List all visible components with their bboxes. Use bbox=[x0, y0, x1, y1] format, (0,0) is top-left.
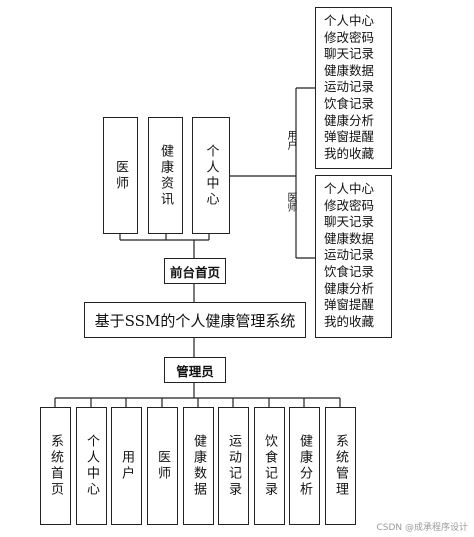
list-item: 弹窗提醒 bbox=[324, 297, 375, 313]
list-item: 运动记录 bbox=[324, 247, 375, 263]
frontend-box-label: 健康资讯 bbox=[158, 143, 173, 208]
admin-module-label: 运动记录 bbox=[226, 434, 241, 498]
admin-module-label: 健康数据 bbox=[191, 434, 206, 498]
admin-node: 管理员 bbox=[164, 357, 226, 383]
admin-module-label: 医师 bbox=[155, 450, 170, 482]
admin-module-box: 健康数据 bbox=[183, 407, 214, 525]
frontend-box-health-info: 健康资讯 bbox=[148, 117, 183, 234]
admin-module-label: 用户 bbox=[119, 450, 134, 482]
system-title-box: 基于SSM的个人健康管理系统 bbox=[84, 302, 306, 338]
frontend-home-label: 前台首页 bbox=[169, 264, 220, 280]
admin-module-box: 系统首页 bbox=[40, 407, 71, 525]
admin-module-box: 健康分析 bbox=[289, 407, 320, 525]
admin-module-label: 饮食记录 bbox=[262, 434, 277, 498]
list-item: 健康分析 bbox=[324, 280, 375, 296]
list-item: 健康分析 bbox=[324, 112, 375, 128]
admin-module-box: 系统管理 bbox=[325, 407, 356, 525]
frontend-home-node: 前台首页 bbox=[164, 258, 226, 284]
frontend-box-label: 个人中心 bbox=[203, 143, 219, 208]
admin-module-box: 用户 bbox=[111, 407, 142, 525]
user-functions-list: 个人中心 修改密码 聊天记录 健康数据 运动记录 饮食记录 健康分析 弹窗提醒 … bbox=[315, 7, 392, 169]
admin-module-box: 医师 bbox=[147, 407, 178, 525]
list-item: 个人中心 bbox=[324, 13, 375, 28]
list-item: 修改密码 bbox=[324, 197, 375, 213]
admin-module-label: 健康分析 bbox=[297, 434, 312, 498]
list-item: 我的收藏 bbox=[324, 313, 375, 329]
admin-module-label: 系统管理 bbox=[333, 434, 348, 498]
admin-module-label: 个人中心 bbox=[84, 434, 99, 498]
branch-label-doctor: 医师 bbox=[285, 192, 296, 212]
list-item: 个人中心 bbox=[324, 181, 375, 196]
system-title: 基于SSM的个人健康管理系统 bbox=[94, 311, 296, 330]
list-item: 修改密码 bbox=[324, 29, 375, 45]
admin-module-box: 饮食记录 bbox=[254, 407, 285, 525]
list-item: 健康数据 bbox=[324, 230, 375, 246]
branch-label-user: 用户 bbox=[285, 130, 296, 150]
list-item: 弹窗提醒 bbox=[324, 129, 375, 145]
admin-module-label: 系统首页 bbox=[48, 434, 63, 498]
admin-label: 管理员 bbox=[176, 363, 214, 379]
list-item: 健康数据 bbox=[324, 62, 375, 78]
frontend-box-personal-center: 个人中心 bbox=[192, 117, 230, 234]
list-item: 聊天记录 bbox=[324, 46, 375, 62]
watermark: CSDN @成承程序设计 bbox=[376, 523, 468, 533]
frontend-box-label: 医师 bbox=[113, 159, 128, 192]
admin-module-box: 运动记录 bbox=[218, 407, 249, 525]
list-item: 运动记录 bbox=[324, 79, 375, 95]
list-item: 饮食记录 bbox=[324, 95, 375, 111]
list-item: 我的收藏 bbox=[324, 145, 375, 161]
frontend-box-doctor: 医师 bbox=[103, 117, 138, 234]
list-item: 聊天记录 bbox=[324, 214, 375, 230]
list-item: 饮食记录 bbox=[324, 263, 375, 279]
doctor-functions-list: 个人中心 修改密码 聊天记录 健康数据 运动记录 饮食记录 健康分析 弹窗提醒 … bbox=[315, 175, 392, 338]
admin-module-box: 个人中心 bbox=[76, 407, 107, 525]
